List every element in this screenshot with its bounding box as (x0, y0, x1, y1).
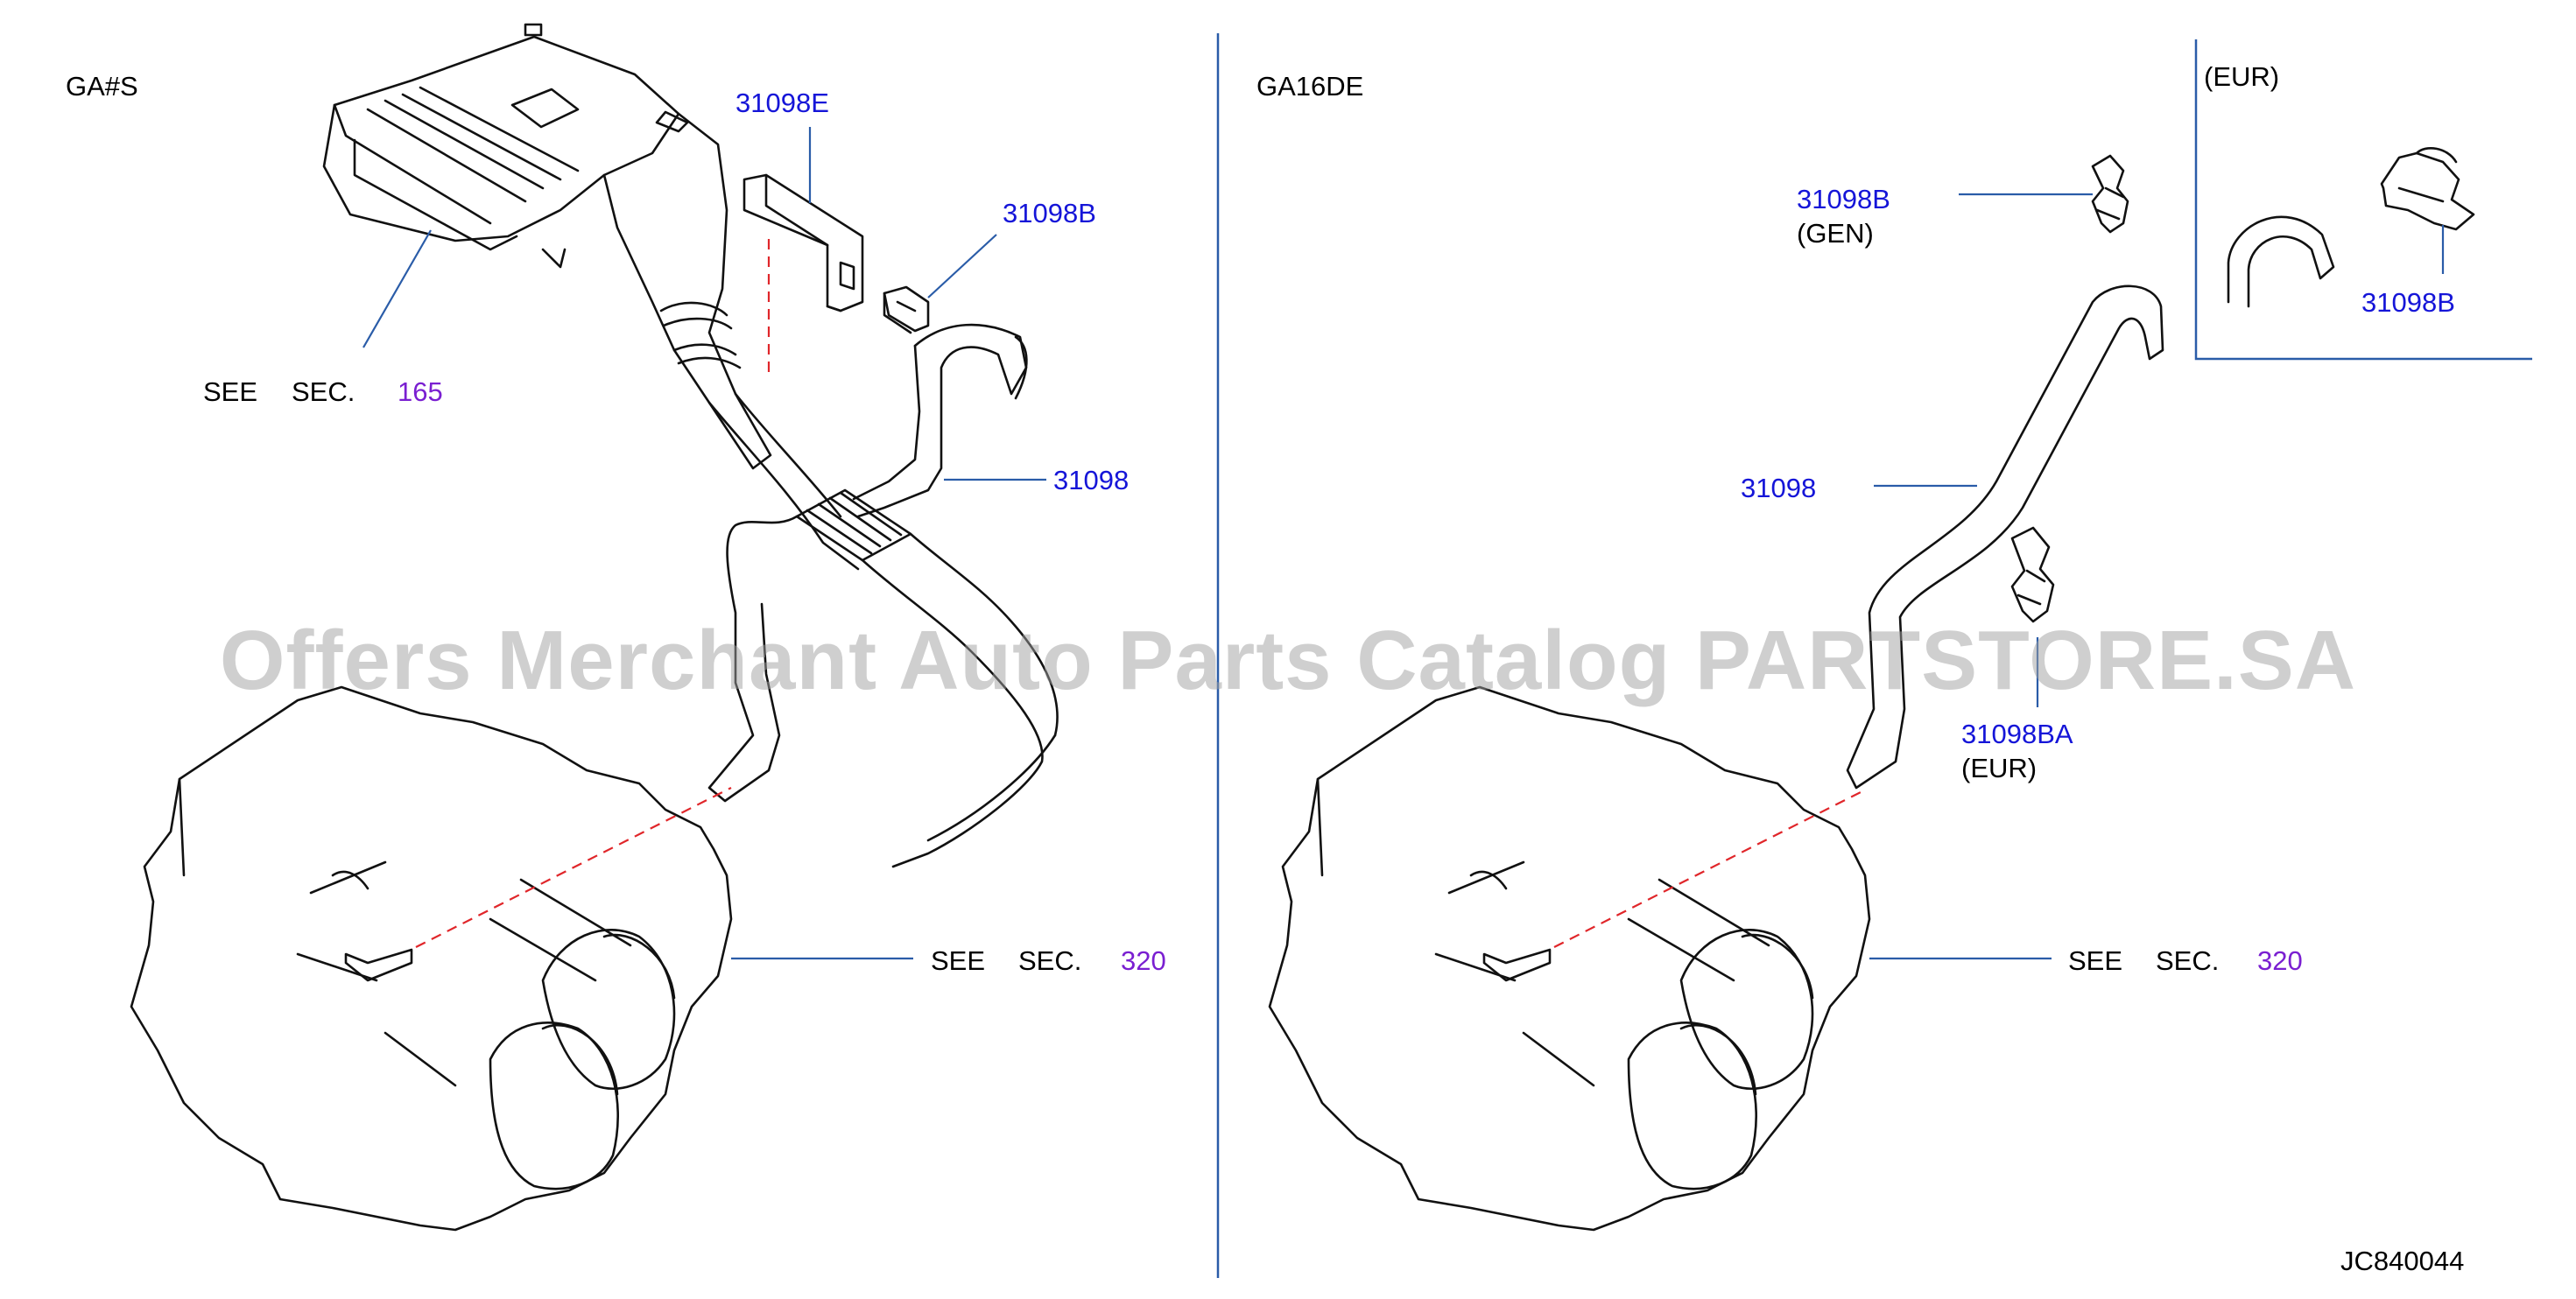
see-label-air-cleaner: SEE (203, 376, 258, 407)
watermark: Offers Merchant Auto Parts Catalog PARTS… (219, 614, 2357, 707)
sec-label-transmission-left: SEC. (1018, 945, 1082, 976)
part-number-31098-right[interactable]: 31098 (1741, 473, 1817, 503)
part-number-31098b-gen[interactable]: 31098B (1797, 184, 1890, 214)
left-engine-code: GA#S (66, 71, 138, 102)
clamp-part (883, 285, 930, 334)
clamp-leader (927, 234, 997, 298)
air-cleaner-assembly (322, 23, 860, 571)
transmission-right (1268, 685, 1871, 1232)
eur-note: (EUR) (1961, 753, 2038, 783)
air-cleaner-leader (362, 229, 432, 348)
right-engine-code: GA16DE (1256, 71, 1364, 102)
inset-hose-part (2227, 215, 2335, 308)
part-number-31098-left[interactable]: 31098 (1053, 465, 1130, 495)
hose-part (852, 323, 1028, 518)
inset-clamp-part (2380, 146, 2475, 231)
transmission-hidden-line-left (415, 787, 732, 948)
corrugated-joint (707, 488, 1059, 868)
part-number-31098ba[interactable]: 31098BA (1961, 719, 2073, 749)
right-hose-part (1846, 284, 2164, 790)
gen-clamp-part (2091, 154, 2129, 234)
section-link-320-right[interactable]: 320 (2257, 945, 2303, 976)
see-label-transmission-right: SEE (2068, 945, 2123, 976)
part-number-31098e[interactable]: 31098E (735, 88, 829, 118)
transmission-hidden-line-right (1553, 791, 1862, 948)
sec-label-air-cleaner: SEC. (292, 376, 355, 407)
section-link-165[interactable]: 165 (398, 376, 443, 407)
part-number-31098b-inset[interactable]: 31098B (2361, 287, 2455, 318)
transmission-left (130, 685, 733, 1232)
inset-title: (EUR) (2204, 61, 2280, 92)
eur-clamp-part (2010, 526, 2055, 623)
part-number-31098b-left[interactable]: 31098B (1003, 198, 1096, 228)
see-label-transmission-left: SEE (931, 945, 986, 976)
bracket-part (743, 173, 864, 312)
section-link-320-left[interactable]: 320 (1121, 945, 1166, 976)
diagram-code: JC840044 (2340, 1246, 2465, 1276)
eur-inset-frame (2194, 39, 2532, 361)
sec-label-transmission-right: SEC. (2156, 945, 2220, 976)
gen-note: (GEN) (1797, 218, 1874, 249)
